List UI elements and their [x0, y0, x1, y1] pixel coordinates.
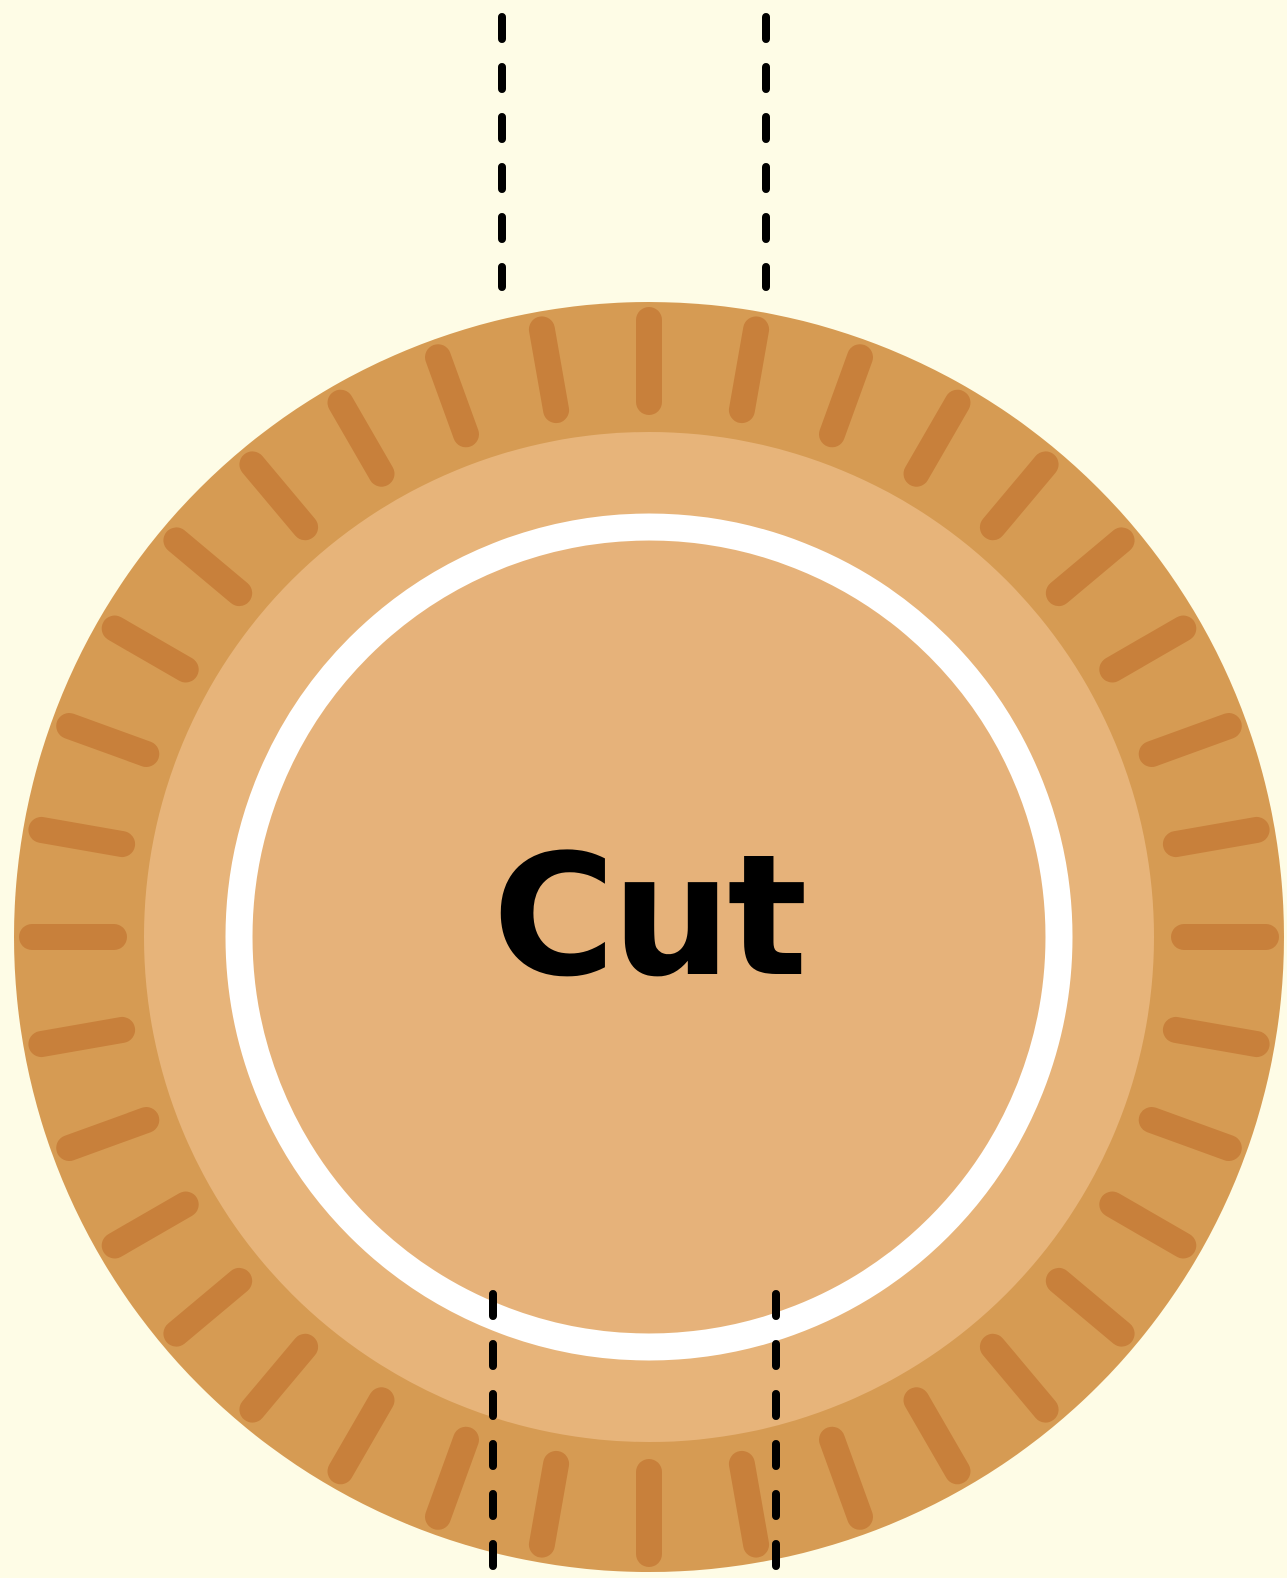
crimp-mark — [1176, 830, 1257, 844]
crimp-mark — [542, 1464, 556, 1545]
crimp-mark — [742, 329, 756, 410]
crimp-mark — [41, 1030, 122, 1044]
crimp-mark — [542, 329, 556, 410]
crimp-mark — [742, 1464, 756, 1545]
cut-label: Cut — [492, 818, 804, 1014]
crimp-mark — [41, 830, 122, 844]
crimp-mark — [1176, 1030, 1257, 1044]
